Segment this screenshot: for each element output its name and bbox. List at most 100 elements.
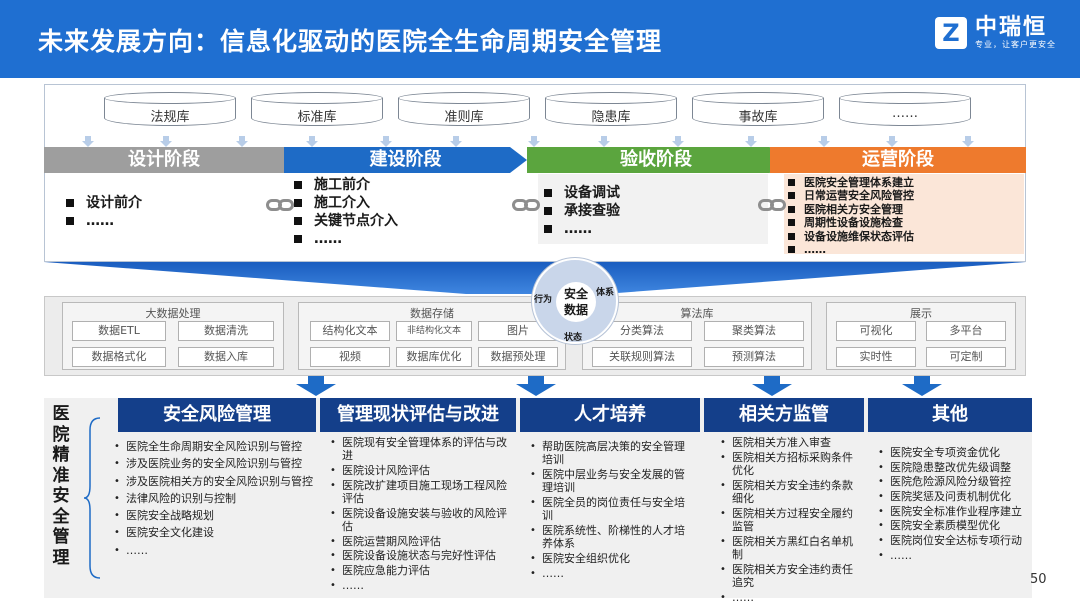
column-header: 其他	[868, 398, 1032, 432]
list-item: ……	[112, 544, 316, 558]
chip: 数据ETL	[72, 321, 166, 341]
hub-label-left: 行为	[534, 295, 553, 305]
list-item: 日常运营安全风险管控	[784, 189, 1024, 202]
list-item: ……	[60, 212, 272, 230]
page-title: 未来发展方向：信息化驱动的医院全生命周期安全管理	[38, 27, 663, 56]
hub-label-bottom: 状态	[564, 333, 583, 343]
column-body: 医院全生命周期安全风险识别与管控 涉及医院业务的安全风险识别与管控 涉及医院相关…	[112, 440, 316, 558]
column-body: 帮助医院高层决策的安全管理培训 医院中层业务与安全发展的管理培训 医院全员的岗位…	[528, 440, 688, 581]
list-item: 帮助医院高层决策的安全管理培训	[528, 440, 688, 467]
down-arrow-icon	[236, 136, 248, 147]
chip: 多平台	[926, 321, 1006, 341]
list-item: 设备设施维保状态评估	[784, 230, 1024, 243]
logo-mark-icon: Z	[935, 17, 967, 49]
list-item: 医院设计风险评估	[328, 464, 508, 478]
list-item: 医院相关方黑红白名单机制	[718, 535, 862, 562]
stage-design-header: 设计阶段	[44, 147, 284, 173]
panel-title: 大数据处理	[145, 307, 201, 320]
chip: 数据预处理	[478, 347, 558, 367]
down-arrow-icon	[306, 136, 318, 147]
chip: 预测算法	[704, 347, 804, 367]
column-header: 管理现状评估与改进	[320, 398, 516, 432]
list-item: 医院设备设施状态与完好性评估	[328, 549, 508, 563]
stage-build-header: 建设阶段	[284, 147, 527, 173]
logo-slogan: 专业，让客户更安全	[975, 40, 1056, 49]
list-item: 医院设备设施安装与验收的风险评估	[328, 507, 508, 534]
list-item: 医院改扩建项目施工现场工程风险评估	[328, 479, 508, 506]
library-cylinder: 准则库	[398, 92, 530, 128]
chip: 非结构化文本	[396, 321, 472, 341]
list-item: 医院安全管理体系建立	[784, 176, 1024, 189]
library-cylinder: 标准库	[251, 92, 383, 128]
chip: 可视化	[836, 321, 916, 341]
list-item: ……	[784, 243, 1024, 256]
stage-build-box: 施工前介 施工介入 关键节点介入 ……	[288, 174, 510, 256]
column-header: 人才培养	[520, 398, 700, 432]
list-item: 医院系统性、阶梯性的人才培养体系	[528, 524, 688, 551]
panel-title: 算法库	[680, 307, 714, 320]
list-item: 施工前介	[288, 176, 510, 194]
chip: 可定制	[926, 347, 1006, 367]
list-item: ……	[718, 591, 862, 605]
chip: 数据入库	[178, 347, 274, 367]
header-bar: 未来发展方向：信息化驱动的医院全生命周期安全管理 Z 中瑞恒 专业，让客户更安全	[0, 0, 1080, 78]
list-item: 医院危险源风险分级管控	[876, 475, 1026, 489]
library-cylinder: ……	[839, 92, 971, 128]
down-arrow-icon	[672, 136, 684, 147]
hub-core	[556, 282, 596, 322]
side-title: 医院精准 安全管理	[52, 404, 70, 568]
down-arrow-icon	[598, 136, 610, 147]
down-arrow-icon	[450, 136, 462, 147]
down-arrow-icon	[160, 136, 172, 147]
library-cylinder: 法规库	[104, 92, 236, 128]
column-header: 安全风险管理	[118, 398, 316, 432]
hub-center-label: 安全 数据	[563, 287, 588, 317]
column-header: 相关方监管	[704, 398, 864, 432]
down-arrow-icon	[516, 376, 556, 396]
list-item: 医院安全标准作业程序建立	[876, 505, 1026, 519]
stage-accept-box: 设备调试 承接查验 ……	[538, 174, 768, 244]
list-item: 医院安全素质模型优化	[876, 519, 1026, 533]
down-arrow-icon	[528, 136, 540, 147]
down-arrow-icon	[752, 376, 792, 396]
column-body: 医院安全专项资金优化 医院隐患整改优先级调整 医院危险源风险分级管控 医院奖惩及…	[876, 446, 1026, 564]
list-item: 涉及医院相关方的安全风险识别与管控	[112, 475, 316, 489]
list-item: 医院隐患整改优先级调整	[876, 461, 1026, 475]
stage-accept-header: 验收阶段	[527, 147, 785, 173]
chip: 分类算法	[592, 321, 692, 341]
list-item: 医院安全专项资金优化	[876, 446, 1026, 460]
list-item: 承接查验	[538, 202, 768, 220]
chip: 数据格式化	[72, 347, 166, 367]
list-item: ……	[876, 549, 1026, 563]
chip: 实时性	[836, 347, 916, 367]
list-item: 医院安全组织优化	[528, 552, 688, 566]
funnel-shape	[44, 262, 1026, 294]
list-item: 施工介入	[288, 194, 510, 212]
list-item: 医院运营期风险评估	[328, 535, 508, 549]
list-item: 医院奖惩及问责机制优化	[876, 490, 1026, 504]
company-logo: Z 中瑞恒 专业，让客户更安全	[935, 16, 1056, 50]
list-item: 医院全生命周期安全风险识别与管控	[112, 440, 316, 454]
logo-name: 中瑞恒	[975, 15, 1048, 40]
library-cylinder: 隐患库	[545, 92, 677, 128]
list-item: 设备调试	[538, 184, 768, 202]
library-cylinder: 事故库	[692, 92, 824, 128]
list-item: ……	[538, 220, 768, 238]
down-arrow-icon	[296, 376, 336, 396]
list-item: ……	[328, 579, 508, 593]
stage-design-box: 设计前介 ……	[60, 174, 272, 256]
chip: 关联规则算法	[592, 347, 692, 367]
list-item: 医院相关方招标采购条件优化	[718, 451, 862, 478]
stage-operate-header: 运营阶段	[770, 147, 1026, 173]
down-arrow-icon	[902, 376, 942, 396]
chain-link-icon	[512, 199, 542, 213]
list-item: 医院全员的岗位责任与安全培训	[528, 496, 688, 523]
chip: 图片	[478, 321, 558, 341]
brace-icon	[83, 417, 101, 579]
chip: 结构化文本	[310, 321, 390, 341]
down-arrow-icon	[745, 136, 757, 147]
list-item: 关键节点介入	[288, 212, 510, 230]
list-item: 医院现有安全管理体系的评估与改进	[328, 436, 508, 463]
list-item: 医院相关方过程安全履约监管	[718, 507, 862, 534]
column-body: 医院相关方准入审查 医院相关方招标采购条件优化 医院相关方安全违约条款细化 医院…	[718, 436, 862, 605]
